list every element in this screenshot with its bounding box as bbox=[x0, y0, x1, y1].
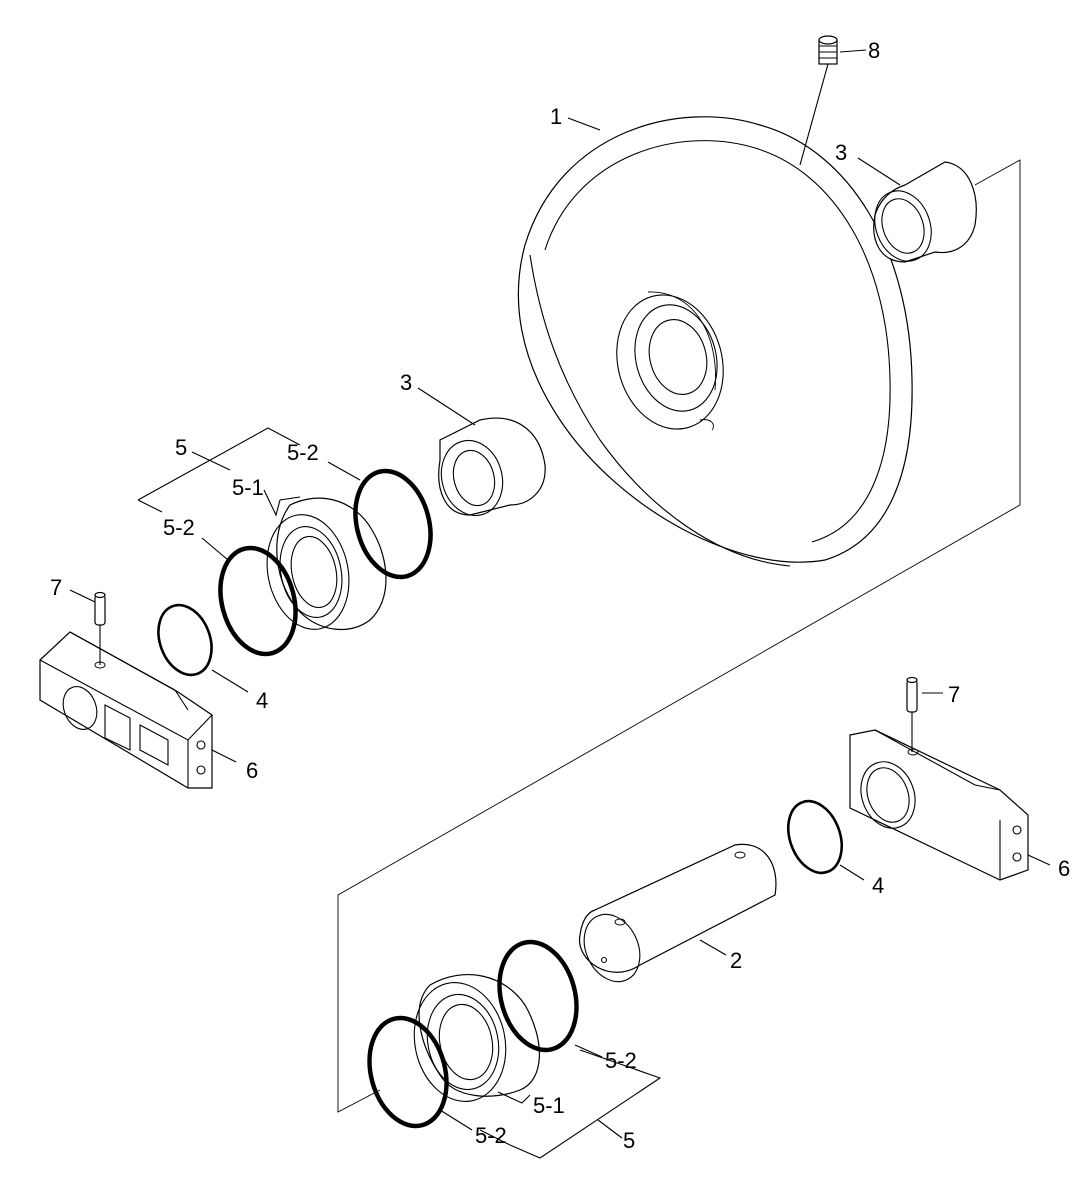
part-labels: 1 8 3 3 5 5-2 5-1 5-2 7 4 6 7 4 6 2 5-2 … bbox=[50, 38, 1070, 1153]
label-part-1: 1 bbox=[550, 104, 562, 129]
label-part-7-upper: 7 bbox=[50, 575, 62, 600]
pin-lower bbox=[906, 676, 918, 713]
label-part-6-upper: 6 bbox=[246, 758, 258, 783]
label-part-5-lower: 5 bbox=[623, 1128, 635, 1153]
label-part-6-lower: 6 bbox=[1058, 856, 1070, 881]
support-bracket-lower bbox=[849, 729, 1029, 881]
support-bracket-upper bbox=[39, 631, 213, 789]
plug bbox=[818, 35, 838, 65]
label-part-3-right: 3 bbox=[835, 140, 847, 165]
label-part-5-2-lower-a: 5-2 bbox=[605, 1048, 637, 1073]
floating-seal-upper bbox=[218, 468, 433, 657]
bushing-center bbox=[438, 417, 546, 517]
o-ring-upper bbox=[157, 603, 213, 677]
label-part-4-lower: 4 bbox=[872, 873, 884, 898]
label-part-5-1-upper: 5-1 bbox=[232, 475, 264, 500]
label-part-3-center: 3 bbox=[400, 370, 412, 395]
label-part-5-upper: 5 bbox=[175, 435, 187, 460]
label-part-5-2-upper-b: 5-2 bbox=[163, 515, 195, 540]
shaft bbox=[578, 843, 777, 983]
o-ring-lower bbox=[787, 799, 843, 875]
label-part-2: 2 bbox=[730, 948, 742, 973]
pin-upper bbox=[94, 591, 106, 626]
floating-seal-lower bbox=[367, 939, 579, 1129]
label-part-7-lower: 7 bbox=[948, 682, 960, 707]
label-part-8: 8 bbox=[868, 38, 880, 63]
label-part-5-1-lower: 5-1 bbox=[533, 1093, 565, 1118]
label-part-4-upper: 4 bbox=[256, 688, 268, 713]
assembly-frame bbox=[337, 159, 1021, 1113]
label-part-5-2-upper-a: 5-2 bbox=[287, 440, 319, 465]
leader-lines bbox=[69, 49, 1051, 1159]
idler-wheel bbox=[517, 116, 913, 567]
bushing-right bbox=[873, 161, 977, 263]
label-part-5-2-lower-b: 5-2 bbox=[475, 1123, 507, 1148]
